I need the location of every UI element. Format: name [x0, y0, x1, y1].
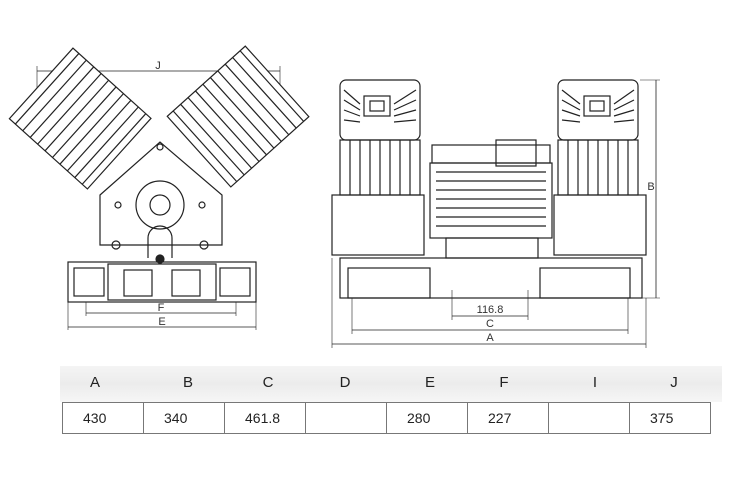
dim-label-j: J — [155, 60, 161, 72]
cell-e: 280 — [386, 402, 468, 434]
header-j: J — [670, 374, 678, 391]
cell-d — [305, 402, 387, 434]
side-view — [8, 45, 310, 330]
dim-label-c: C — [486, 318, 494, 330]
header-b: B — [182, 374, 193, 391]
table-header-band — [60, 366, 722, 402]
header-c: C — [262, 374, 274, 391]
cell-j: 375 — [629, 402, 711, 434]
dim-label-b: B — [647, 181, 654, 193]
table-row: 430 340 461.8 280 227 375 — [62, 402, 711, 434]
cell-a: 430 — [62, 402, 144, 434]
spec-table: 430 340 461.8 280 227 375 — [62, 402, 711, 434]
header-a: A — [89, 374, 100, 391]
cell-f: 227 — [467, 402, 549, 434]
dim-label-e: E — [158, 316, 165, 328]
cell-b: 340 — [143, 402, 225, 434]
dim-label-a: A — [486, 332, 494, 344]
cell-c: 461.8 — [224, 402, 306, 434]
header-i: I — [592, 374, 598, 391]
technical-drawing: J F E — [8, 45, 660, 348]
header-e: E — [424, 374, 435, 391]
header-f: F — [499, 374, 509, 391]
dim-label-f: F — [158, 302, 165, 314]
header-d: D — [339, 374, 351, 391]
front-view — [331, 79, 660, 348]
dim-value-116-8: 116.8 — [477, 304, 504, 316]
cell-i — [548, 402, 630, 434]
